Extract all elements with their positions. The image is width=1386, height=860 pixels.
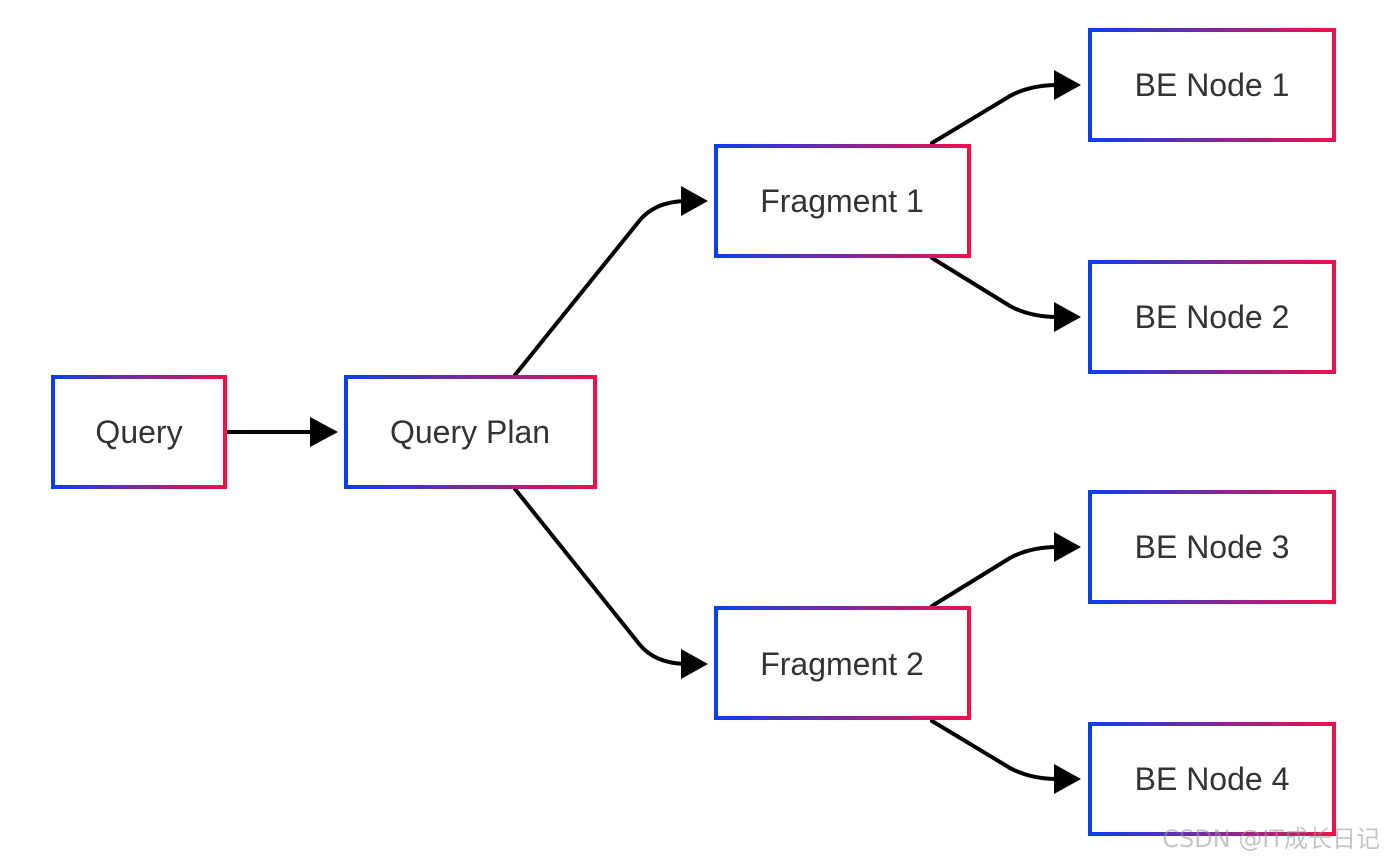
arrowhead-be-node-1 (1054, 70, 1081, 100)
node-be-node-4: BE Node 4 (1088, 722, 1336, 836)
node-query: Query (51, 375, 227, 489)
arrowhead-be-node-4 (1054, 764, 1081, 794)
arrowheads (310, 70, 1081, 794)
node-fragment-1: Fragment 1 (714, 144, 971, 258)
node-be-node-2: BE Node 2 (1088, 260, 1336, 374)
edge-fragment-2-to-be-node-3 (930, 545, 1060, 608)
node-be-node-1-label: BE Node 1 (1135, 67, 1290, 103)
node-query-plan-label: Query Plan (390, 414, 550, 450)
edge-query-plan-to-fragment-1 (513, 199, 687, 377)
node-be-node-4-label: BE Node 4 (1135, 761, 1290, 797)
node-fragment-2-label: Fragment 2 (760, 646, 924, 682)
arrowhead-fragment-1 (681, 186, 708, 216)
edge-fragment-2-to-be-node-4 (930, 719, 1060, 781)
arrowhead-be-node-2 (1054, 302, 1081, 332)
node-be-node-1: BE Node 1 (1088, 28, 1336, 142)
arrowhead-query-plan (310, 417, 338, 447)
node-fragment-1-label: Fragment 1 (760, 183, 924, 219)
node-fragment-2: Fragment 2 (714, 606, 971, 720)
edge-query-plan-to-fragment-2 (513, 487, 687, 666)
node-be-node-3-label: BE Node 3 (1135, 529, 1290, 565)
edges (226, 83, 1060, 781)
edge-fragment-1-to-be-node-1 (930, 83, 1060, 145)
arrowhead-be-node-3 (1054, 532, 1081, 562)
node-be-node-2-label: BE Node 2 (1135, 299, 1290, 335)
arrowhead-fragment-2 (681, 649, 708, 679)
node-query-label: Query (95, 414, 182, 450)
node-query-plan: Query Plan (344, 375, 597, 489)
node-be-node-3: BE Node 3 (1088, 490, 1336, 604)
edge-fragment-1-to-be-node-2 (930, 256, 1060, 319)
